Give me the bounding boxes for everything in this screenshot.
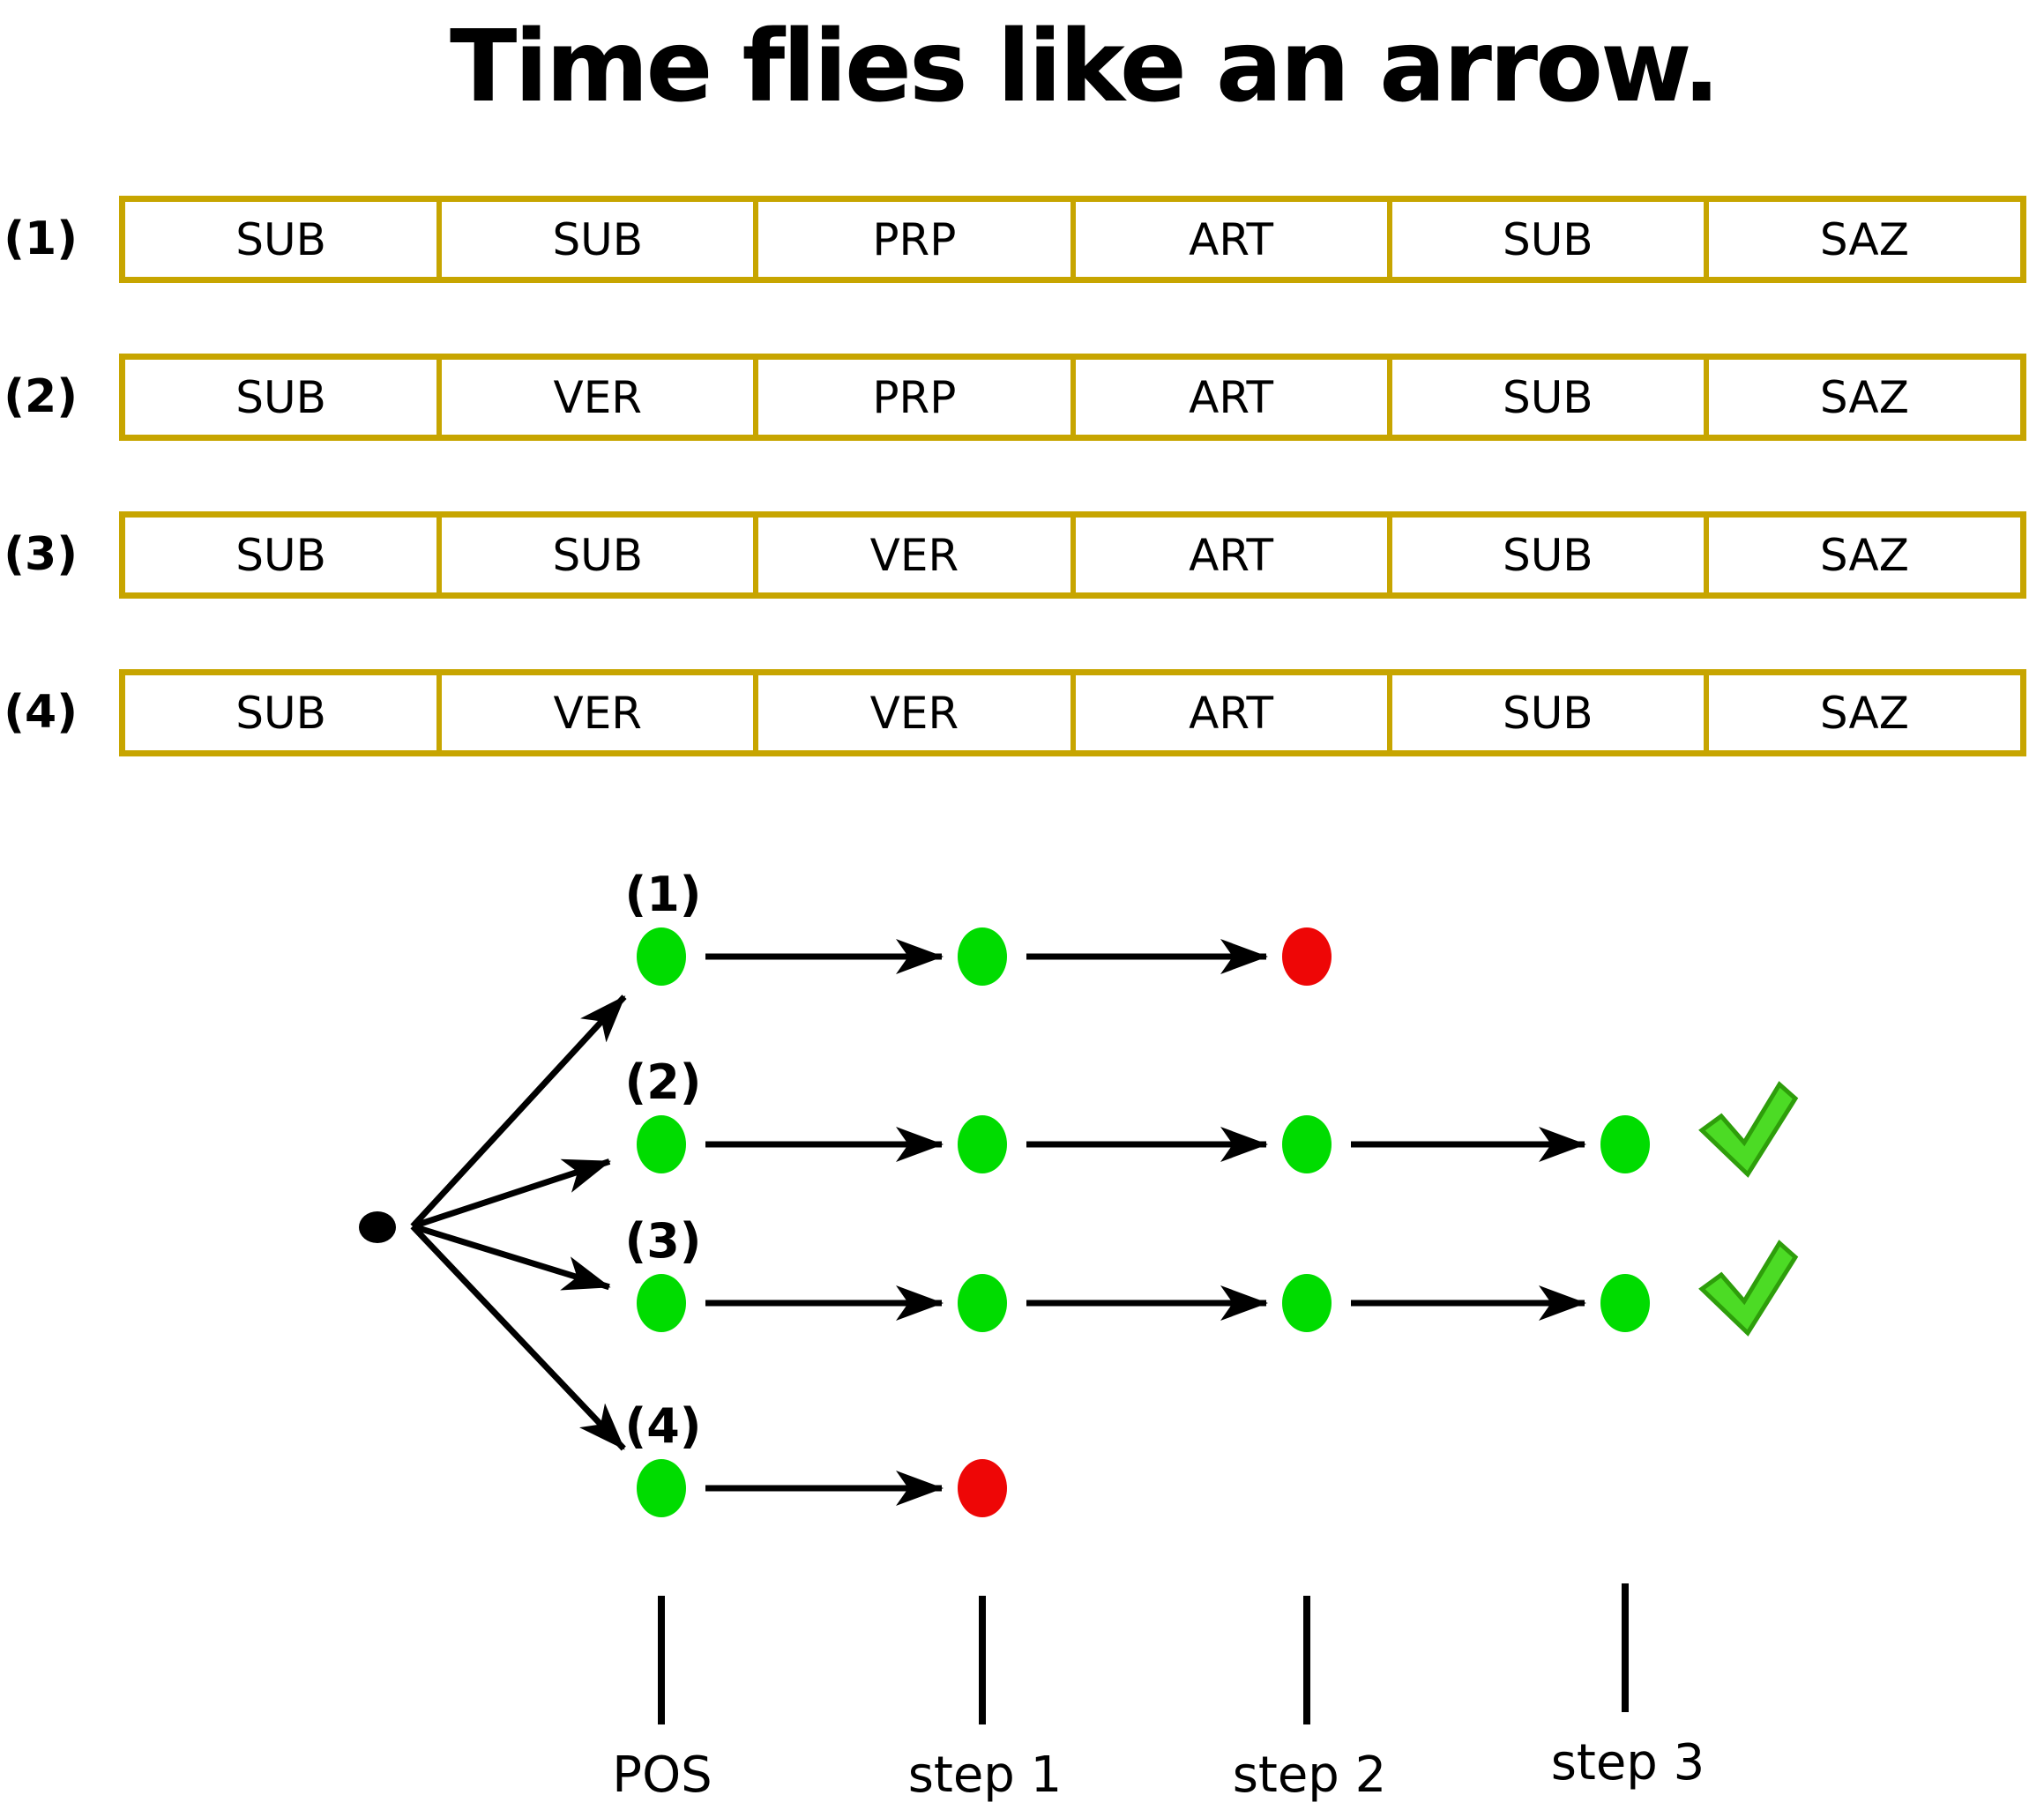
branch-label: (4) xyxy=(625,1398,702,1454)
accepted-check-icon xyxy=(1698,1081,1799,1178)
branch-arrow xyxy=(411,1223,611,1291)
state-node-green xyxy=(637,1274,686,1332)
pos-table-row-4: (4) SUB VER VER ART SUB SAZ xyxy=(0,669,2044,756)
axis-label: step 1 xyxy=(908,1747,1063,1804)
pos-tag-cell: SAZ xyxy=(1703,202,2020,277)
pos-tag-cell: ART xyxy=(1070,360,1387,435)
state-node-green xyxy=(637,1115,686,1173)
branch-label: (2) xyxy=(625,1054,702,1110)
state-node-green xyxy=(637,927,686,986)
state-node-green xyxy=(1282,1274,1332,1332)
pos-table-row-1: (1) SUB SUB PRP ART SUB SAZ xyxy=(0,196,2044,283)
pos-table-row-2: (2) SUB VER PRP ART SUB SAZ xyxy=(0,354,2044,441)
pos-tag-cell: SUB xyxy=(1386,360,1704,435)
row-label: (1) xyxy=(4,212,78,265)
row-label: (4) xyxy=(4,686,78,739)
pos-tag-sequence: SUB SUB PRP ART SUB SAZ xyxy=(119,196,2026,283)
pos-tag-sequence: SUB VER VER ART SUB SAZ xyxy=(119,669,2026,756)
state-node-red xyxy=(958,1459,1007,1517)
state-node-green xyxy=(958,1115,1007,1173)
row-label: (2) xyxy=(4,370,78,423)
pos-tag-cell: SAZ xyxy=(1703,518,2020,592)
branch-label: (1) xyxy=(625,867,702,922)
pos-tag-cell: SUB xyxy=(1386,675,1704,750)
pos-tag-cell: PRP xyxy=(753,360,1070,435)
state-node-red xyxy=(1282,927,1332,986)
figure-title: Time flies like an arrow. xyxy=(450,10,1720,124)
branch-label: (3) xyxy=(625,1213,702,1269)
accepted-check-icon xyxy=(1698,1240,1799,1337)
state-node-green xyxy=(958,1274,1007,1332)
pos-tag-cell: SUB xyxy=(235,687,326,739)
pos-tag-sequence: SUB SUB VER ART SUB SAZ xyxy=(119,511,2026,599)
state-node-green xyxy=(1600,1115,1650,1173)
pos-tag-cell: ART xyxy=(1070,675,1387,750)
state-node-green xyxy=(637,1459,686,1517)
pos-tag-cell: SAZ xyxy=(1703,675,2020,750)
pos-tag-sequence: SUB VER PRP ART SUB SAZ xyxy=(119,354,2026,441)
pos-table-row-3: (3) SUB SUB VER ART SUB SAZ xyxy=(0,511,2044,599)
branch-arrow xyxy=(410,1224,626,1451)
branch-arrow xyxy=(411,1158,612,1230)
pos-tag-cell: VER xyxy=(753,675,1070,750)
axis-label: step 2 xyxy=(1233,1747,1387,1804)
pos-tag-cell: SAZ xyxy=(1703,360,2020,435)
branch-arrow xyxy=(410,994,627,1229)
pos-tag-cell: SUB xyxy=(235,529,326,581)
state-node-green xyxy=(1600,1274,1650,1332)
pos-tag-cell: VER xyxy=(436,360,753,435)
axis-label: POS xyxy=(612,1747,712,1804)
state-node-green xyxy=(1282,1115,1332,1173)
pos-tag-cell: SUB xyxy=(235,213,326,265)
pos-tag-cell: SUB xyxy=(436,202,753,277)
pos-tag-cell: PRP xyxy=(753,202,1070,277)
pos-tag-cell: SUB xyxy=(436,518,753,592)
pos-tag-cell: VER xyxy=(436,675,753,750)
pos-tag-cell: ART xyxy=(1070,202,1387,277)
start-node xyxy=(359,1211,396,1243)
pos-tag-cell: SUB xyxy=(235,371,326,423)
pos-tag-cell: SUB xyxy=(1386,202,1704,277)
state-node-green xyxy=(958,927,1007,986)
row-label: (3) xyxy=(4,528,78,581)
axis-label: step 3 xyxy=(1551,1734,1705,1791)
pos-tag-cell: SUB xyxy=(1386,518,1704,592)
pos-tag-cell: VER xyxy=(753,518,1070,592)
pos-tag-cell: ART xyxy=(1070,518,1387,592)
